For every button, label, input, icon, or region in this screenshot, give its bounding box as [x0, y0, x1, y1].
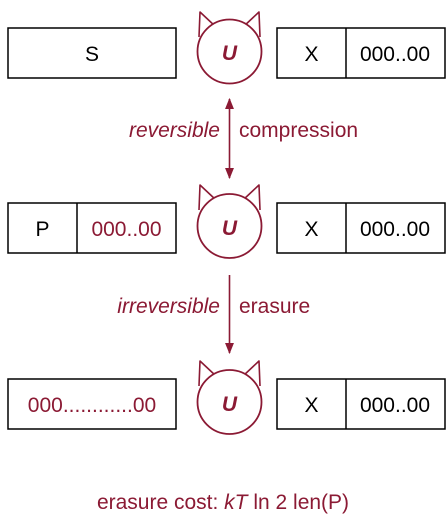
row-1: S U X 000..00 [7, 11, 446, 85]
row-2: P 000..00 U X 000..00 [7, 184, 446, 259]
cost-kT: kT [224, 491, 250, 514]
work-tape-2-cell-1: X [304, 218, 318, 241]
tape-2 [7, 202, 177, 254]
transition-2: irreversible erasure [117, 275, 310, 355]
tape-3 [7, 378, 177, 430]
work-tape-3 [276, 378, 446, 430]
work-tape-1 [276, 27, 446, 79]
cost-prefix: erasure cost: [97, 491, 224, 514]
transition-2-qualifier: irreversible [117, 295, 220, 318]
tape-2-cell-2: 000..00 [91, 218, 161, 241]
work-tape-2 [276, 202, 446, 254]
cat-ears-1 [198, 11, 261, 38]
transition-2-action: erasure [239, 295, 310, 318]
machine-circle-2 [196, 193, 263, 259]
erasure-cost-caption: erasure cost: kT ln 2 len(P) [97, 491, 349, 514]
machine-3: U [196, 360, 263, 435]
work-tape-2-cell-2: 000..00 [360, 218, 430, 241]
transition-1-action: compression [239, 119, 358, 142]
machine-1: U [196, 11, 263, 85]
tape-3-cell-1: 000............00 [28, 394, 156, 417]
cat-ears-2 [198, 184, 261, 211]
work-tape-1-cell-2: 000..00 [360, 43, 430, 66]
work-tape-1-cell-1: X [304, 43, 318, 66]
cost-rest: ln 2 len(P) [248, 491, 350, 514]
work-tape-3-cell-1: X [304, 394, 318, 417]
row-3: 000............00 U X 000..00 [7, 360, 446, 435]
tape-1-cell-1: S [85, 43, 99, 66]
machine-2: U [196, 184, 263, 259]
tape-2-cell-1: P [35, 218, 49, 241]
work-tape-3-cell-2: 000..00 [360, 394, 430, 417]
machine-label-1: U [222, 42, 238, 65]
machine-circle-3 [196, 369, 263, 435]
machine-circle-1 [196, 18, 263, 85]
transition-1: reversible compression [129, 97, 358, 180]
machine-label-3: U [222, 393, 238, 416]
machine-label-2: U [222, 217, 238, 240]
cat-ears-3 [198, 360, 261, 387]
tape-1 [7, 27, 177, 79]
transition-1-qualifier: reversible [129, 119, 220, 142]
